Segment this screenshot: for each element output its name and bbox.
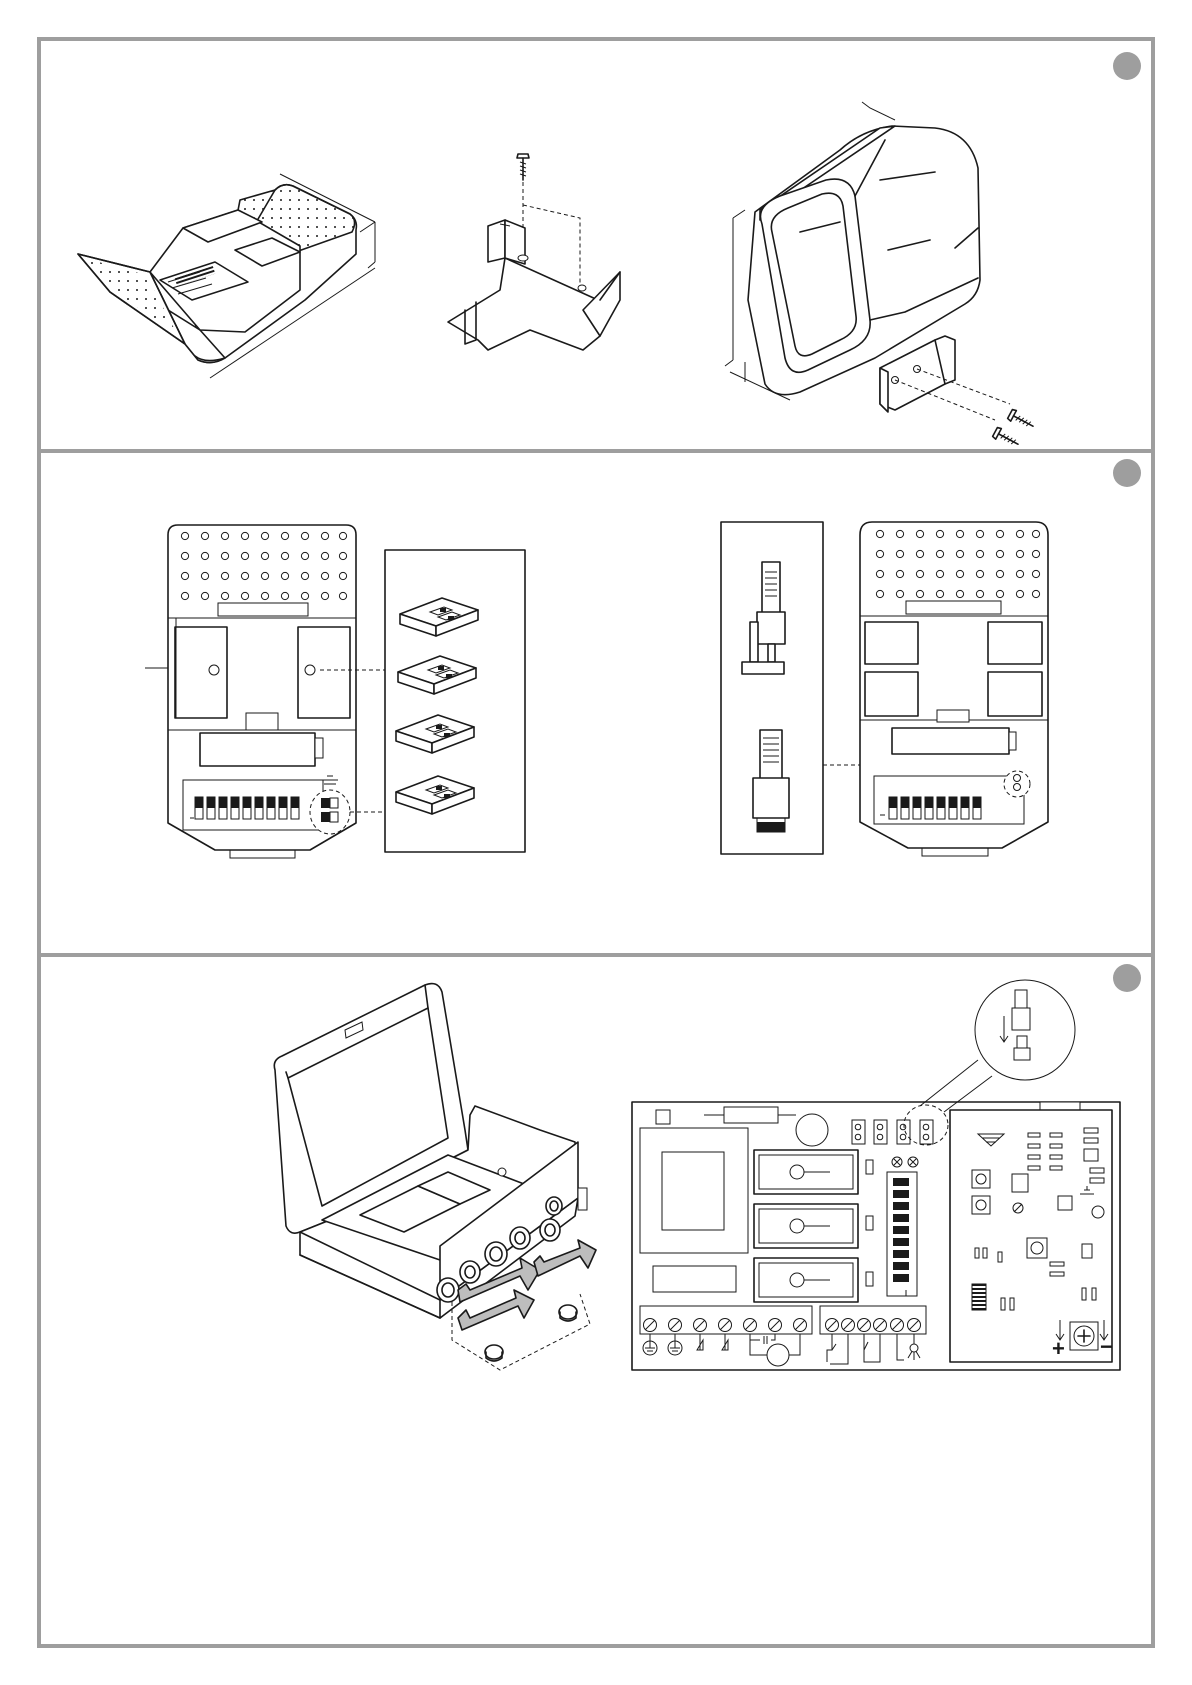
receiver-housing-illustration — [725, 102, 1036, 450]
trim-plus-label: + — [1052, 1336, 1065, 1361]
panel-3-marker — [1113, 964, 1141, 992]
panel-1-marker — [1113, 52, 1141, 80]
screw-icon — [1007, 409, 1036, 432]
screw-icon — [517, 154, 529, 180]
mounting-bracket-illustration — [448, 154, 620, 350]
panel-2-marker — [1113, 459, 1141, 487]
screw-icon — [992, 427, 1021, 450]
trim-minus-label: − — [1100, 1334, 1113, 1359]
open-enclosure-illustration — [274, 984, 596, 1370]
control-board-pcb: + − — [632, 980, 1120, 1370]
transmitter-unit-illustration — [78, 174, 375, 378]
dip-switch-options-box — [385, 550, 525, 852]
